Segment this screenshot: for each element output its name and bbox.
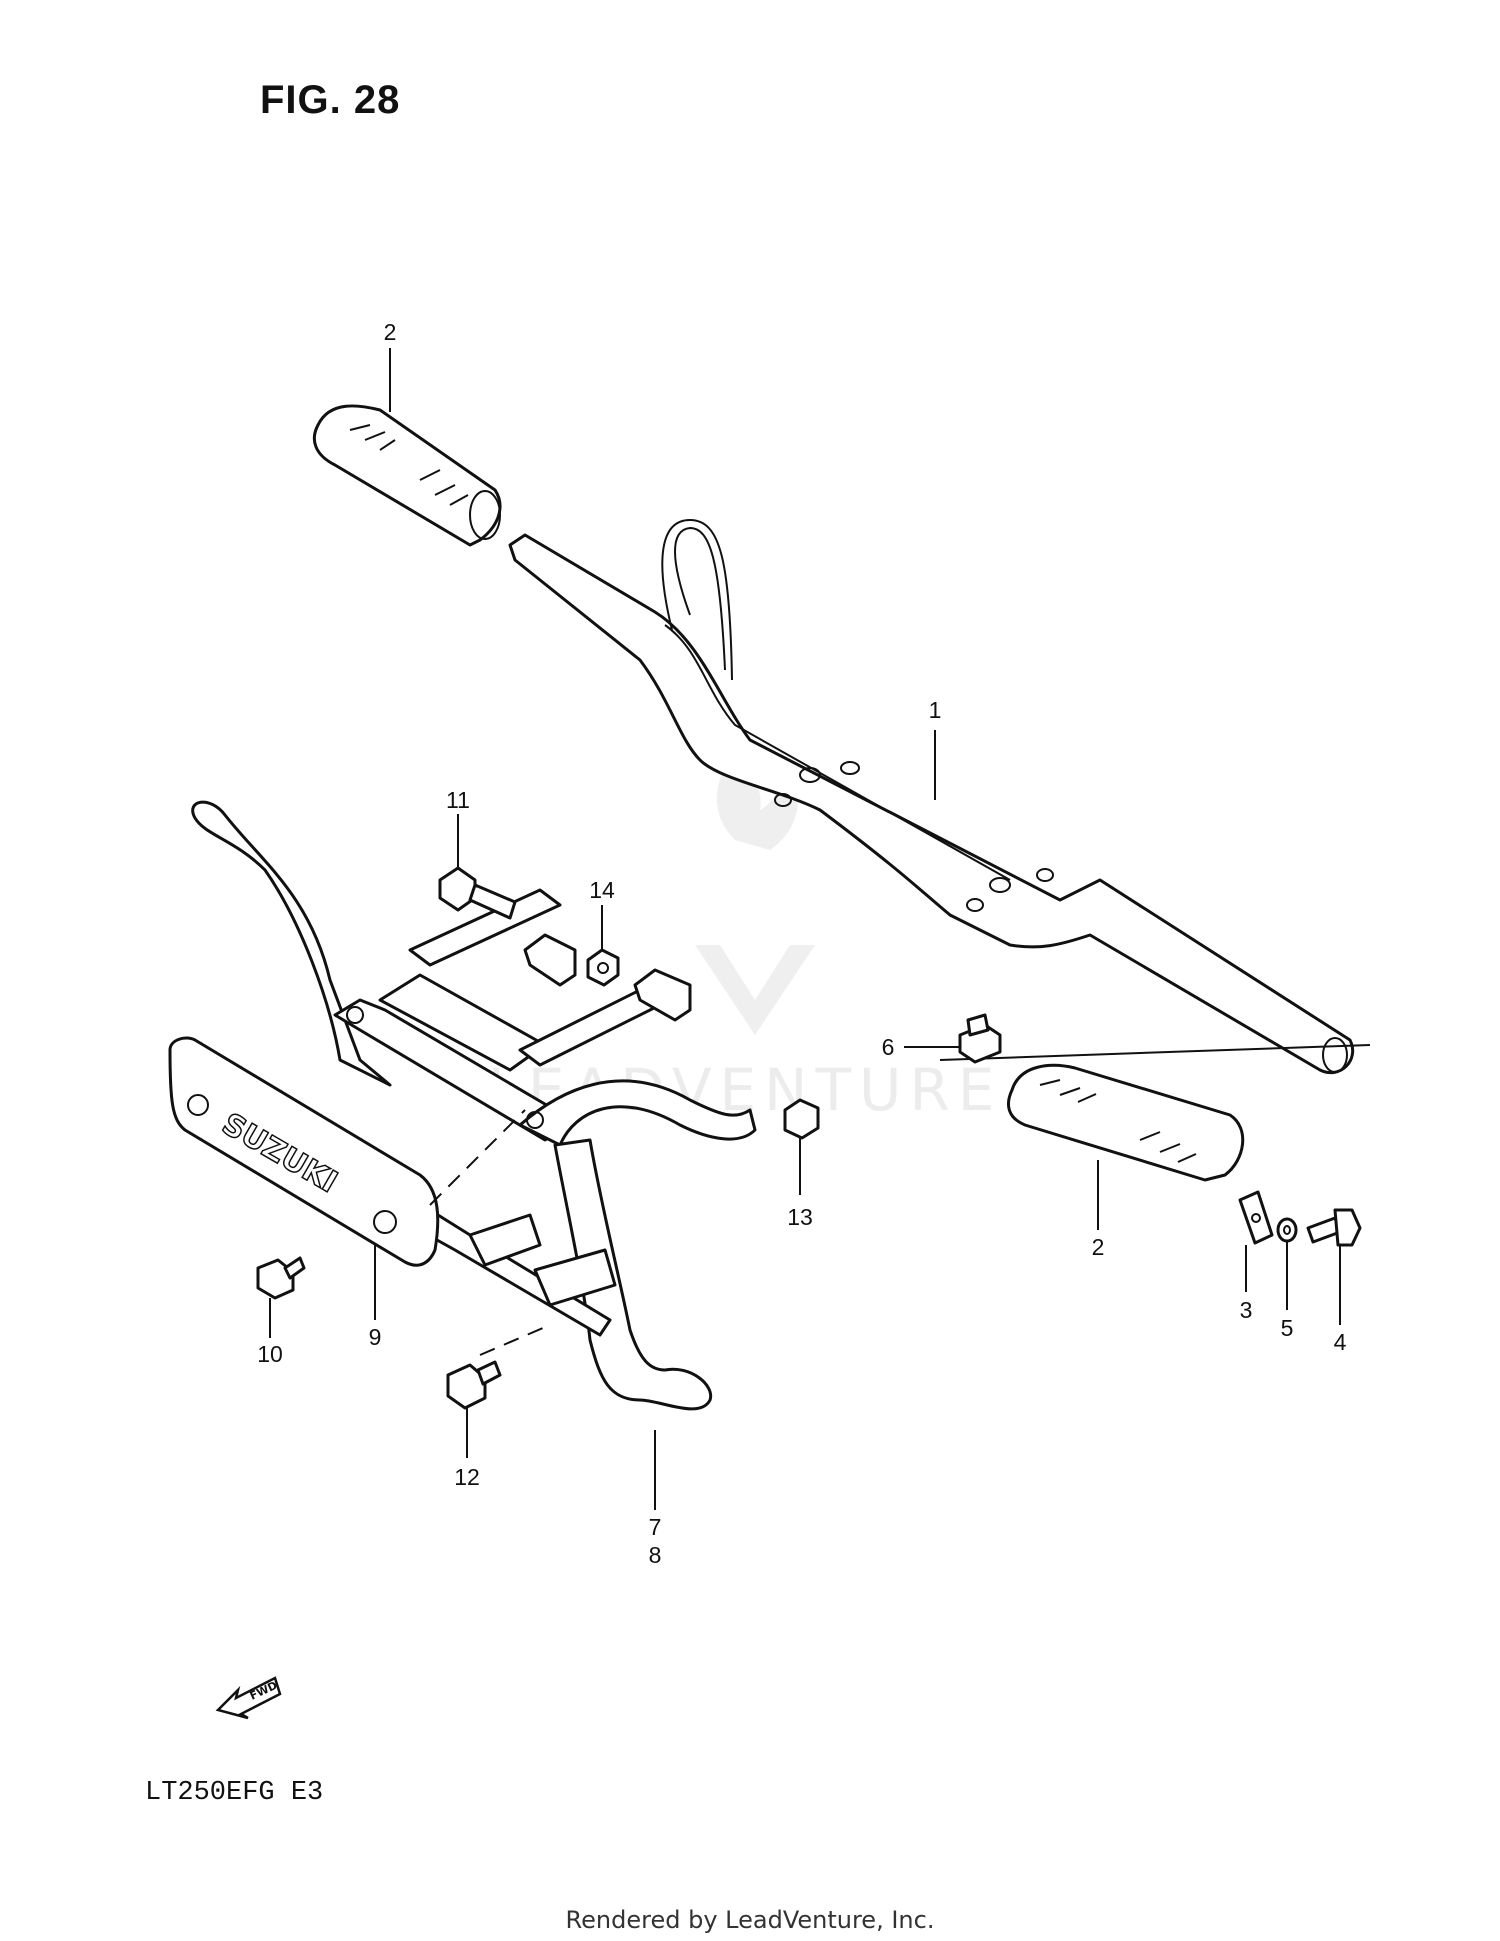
callout-1: 1 [929, 697, 942, 723]
part-3-plate[interactable] [1238, 1190, 1274, 1245]
callout-8: 8 [649, 1542, 662, 1568]
callout-12: 12 [454, 1464, 480, 1490]
guide-line-9 [429, 1109, 526, 1206]
part-2-footpeg-rubber-left[interactable] [312, 404, 502, 547]
part-14-nut[interactable] [586, 948, 620, 987]
part-12-bolt[interactable] [446, 1360, 502, 1410]
callout-4: 4 [1334, 1329, 1347, 1355]
part-7-8-bumper-frame[interactable] [191, 800, 757, 1411]
fwd-arrow-icon: FWD [215, 1676, 282, 1720]
part-9-cover-suzuki[interactable]: SUZUKI [168, 1036, 440, 1267]
callout-14: 14 [589, 877, 615, 903]
callout-9: 9 [369, 1324, 382, 1350]
callout-10: 10 [257, 1341, 283, 1367]
callout-labels: 2 1 11 14 6 13 2 3 5 4 10 9 12 7 8 [257, 319, 1346, 1568]
callout-6: 6 [882, 1034, 895, 1060]
part-4-bolt[interactable] [1306, 1208, 1362, 1247]
part-5-washer[interactable] [1276, 1217, 1298, 1243]
callout-2-top: 2 [384, 319, 397, 345]
callout-7: 7 [649, 1514, 662, 1540]
callout-3: 3 [1240, 1297, 1253, 1323]
callout-11: 11 [446, 787, 470, 813]
frame-brackets [468, 933, 692, 1307]
model-code: LT250EFG E3 [145, 1778, 324, 1808]
figure-title: FIG. 28 [260, 78, 401, 122]
part-6-bolt[interactable] [958, 1013, 1002, 1064]
callout-5: 5 [1281, 1315, 1294, 1341]
callout-13: 13 [787, 1204, 813, 1230]
part-13-nut[interactable] [783, 1098, 820, 1140]
part-11-bolt[interactable] [438, 866, 517, 920]
callout-2-right: 2 [1092, 1234, 1105, 1260]
guide-line-12 [479, 1324, 551, 1356]
leader-lines [269, 348, 1341, 1510]
part-10-bolt[interactable] [256, 1256, 306, 1300]
watermark: LEADVENTURE [488, 740, 994, 1124]
part-2-footpeg-rubber-right[interactable] [1007, 1063, 1245, 1182]
rendered-by-footer: Rendered by LeadVenture, Inc. [565, 1906, 935, 1934]
part-1-footrest-bar[interactable] [508, 518, 1355, 1075]
